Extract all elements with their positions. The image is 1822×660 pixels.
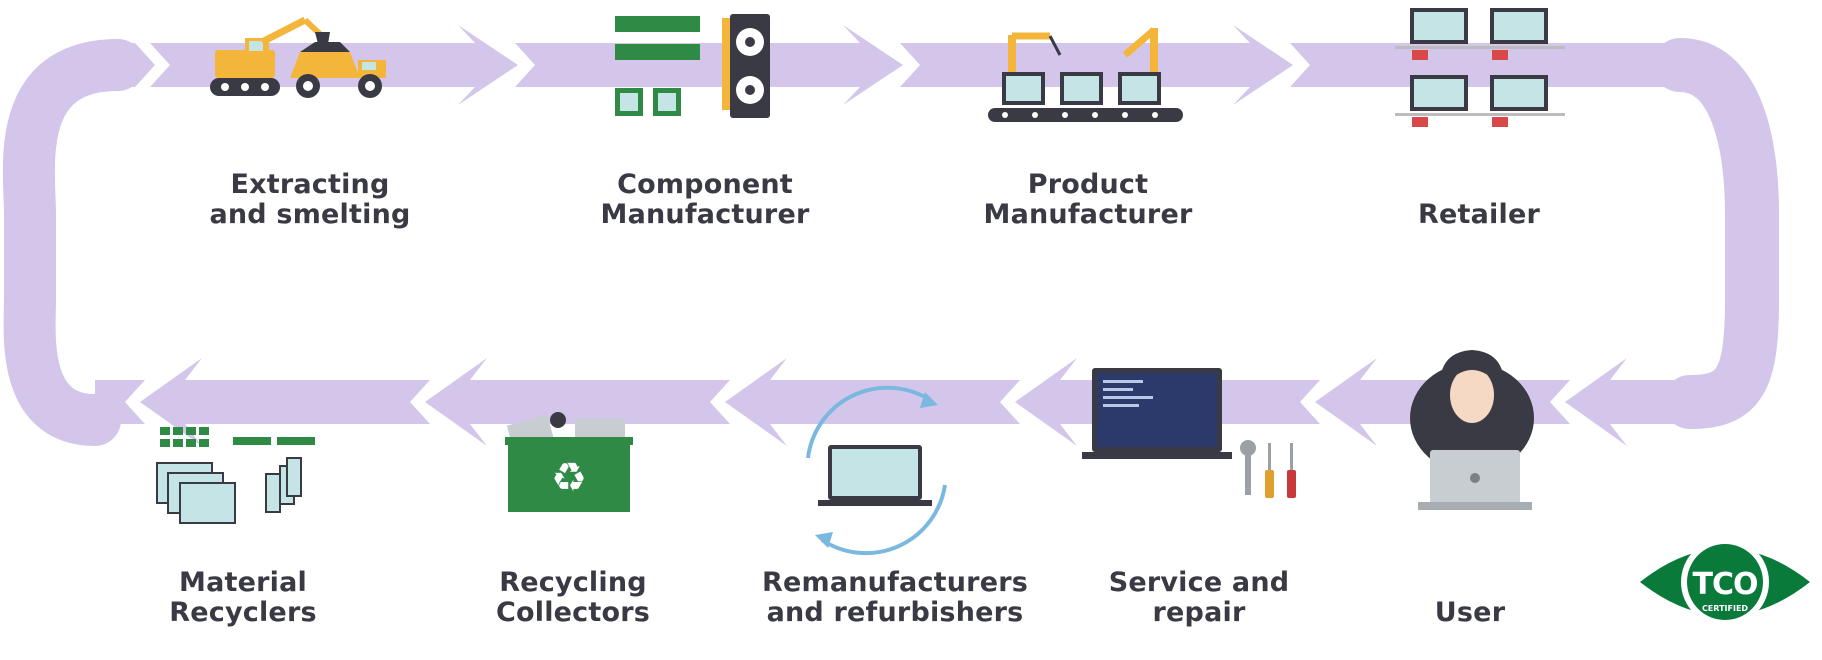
- loop-left-curve: [2, 39, 144, 446]
- bottom-arrow-1: [1565, 358, 1720, 446]
- logo-main-text: TCO: [1693, 567, 1758, 602]
- laptop-refresh-icon: [806, 385, 947, 556]
- laptop-tools-icon: [1082, 368, 1296, 498]
- svg-text:♻: ♻: [551, 455, 587, 501]
- top-arrow-5: [1290, 43, 1690, 87]
- loop-right-curve: [1653, 38, 1779, 429]
- top-arrow-4: [900, 25, 1293, 105]
- excavator-truck-icon: [210, 16, 386, 98]
- robot-assembly-line-icon: [988, 27, 1183, 122]
- logo-sub-text: CERTIFIED: [1702, 604, 1748, 613]
- bottom-arrow-7: [95, 380, 145, 424]
- material-scraps-icon: [156, 427, 315, 524]
- bottom-arrow-5: [425, 358, 730, 446]
- tco-certified-logo: TCO CERTIFIED: [1640, 538, 1810, 626]
- top-arrow-3: [515, 25, 903, 105]
- top-arrow-1: [92, 43, 155, 87]
- user-laptop-icon: [1410, 350, 1534, 510]
- bottom-arrow-4: [725, 358, 1020, 446]
- circuit-components-icon: [615, 14, 770, 118]
- recycling-bin-icon: ♻: [505, 412, 633, 512]
- stage-label-retailer: Retailer: [1418, 199, 1540, 230]
- laptop-shelves-icon: [1395, 8, 1565, 127]
- stage-label-user: User: [1434, 597, 1506, 628]
- bottom-arrow-6: [140, 358, 430, 446]
